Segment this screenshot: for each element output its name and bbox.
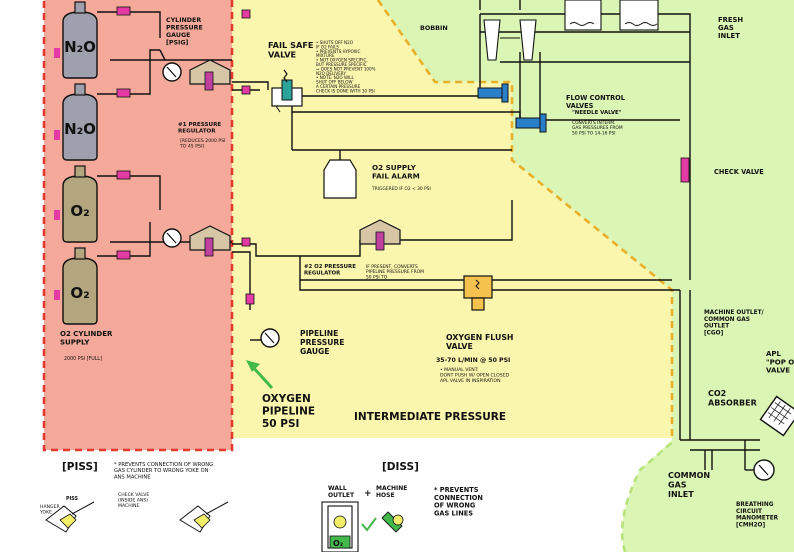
gas-cylinders: N₂O N₂O O₂ O₂ bbox=[62, 1, 98, 325]
pressure-regulator-1b-icon bbox=[189, 225, 231, 257]
piss-title: [PISS] bbox=[62, 461, 98, 473]
o2-supply-fail-alarm-icon bbox=[323, 159, 357, 199]
cylinder-label: N₂O bbox=[64, 120, 96, 138]
o2-cylinder-icon: O₂ bbox=[62, 165, 98, 243]
cylinder-pressure-gauge-icon bbox=[162, 228, 182, 248]
oxygen-flush-rate: 35-70 L/MIN @ 50 PSI bbox=[436, 356, 510, 364]
check-valve bbox=[54, 48, 60, 58]
fail-safe-valve-icon bbox=[271, 69, 303, 113]
intermediate-pressure-zone bbox=[232, 0, 674, 438]
pipeline-inlet-arrow-icon bbox=[246, 360, 274, 390]
intermediate-pressure-label: INTERMEDIATE PRESSURE bbox=[354, 411, 506, 423]
check-valve-label: CHECK VALVE bbox=[714, 168, 764, 176]
check-valve bbox=[241, 85, 251, 95]
breathing-circuit-manometer-icon bbox=[753, 459, 775, 481]
check-valve bbox=[116, 88, 131, 98]
check-valve bbox=[241, 9, 251, 19]
cylinder-label: O₂ bbox=[70, 202, 89, 220]
check-valve bbox=[116, 170, 131, 180]
bobbin-label: BOBBIN bbox=[420, 24, 448, 32]
n2o-cylinder-icon: N₂O bbox=[62, 1, 98, 79]
check-valve bbox=[241, 237, 251, 247]
plus-sign: + bbox=[364, 489, 372, 499]
o2-cylinder-icon: O₂ bbox=[62, 247, 98, 325]
piss-check-valve-label: CHECK VALVE(INSIDE ANS)MACHINE bbox=[118, 492, 149, 509]
needle-valve-label: "NEEDLE VALVE" bbox=[572, 110, 622, 116]
piss-yoke-illustration bbox=[45, 501, 229, 533]
cylinder-pressure-gauge-icon bbox=[162, 62, 182, 82]
pipeline-pressure-gauge-icon bbox=[260, 328, 280, 348]
check-valve bbox=[116, 6, 131, 16]
diss-wall-outlet-illustration bbox=[327, 505, 404, 549]
o2-supply-fail-alarm-note: TRIGGERED IF O2 < 30 PSI bbox=[371, 186, 431, 192]
oxygen-flush-valve-icon bbox=[463, 275, 493, 311]
check-valve bbox=[245, 293, 255, 305]
co2-absorber-icon bbox=[759, 395, 794, 437]
check-valve bbox=[54, 130, 60, 140]
pressure-regulator-1-icon bbox=[189, 59, 231, 91]
piss-pin-label: PISS bbox=[66, 496, 79, 502]
check-valve bbox=[54, 290, 60, 300]
vaporizer-icon bbox=[564, 0, 659, 31]
check-valve bbox=[54, 210, 60, 220]
cylinder-label: O₂ bbox=[70, 284, 89, 302]
check-valves bbox=[54, 6, 690, 305]
flow-control-valve-icon bbox=[477, 83, 509, 103]
flow-control-valve-icon bbox=[515, 113, 547, 133]
bobbin-flowmeter-icon bbox=[483, 19, 537, 61]
pressure-regulator-2-icon bbox=[359, 219, 401, 251]
o2-outlet-badge: O₂ bbox=[333, 539, 344, 548]
n2o-cylinder-icon: N₂O bbox=[62, 83, 98, 161]
cylinder-label: N₂O bbox=[64, 38, 96, 56]
apl-valve-label: APL"POP OFF"VALVE bbox=[766, 350, 794, 375]
diss-title: [DISS] bbox=[382, 461, 419, 473]
check-valve bbox=[116, 250, 131, 260]
check-valve bbox=[680, 157, 690, 183]
o2-cylinder-supply-psi: 2000 PSI [FULL] bbox=[64, 356, 102, 362]
low-pressure-border bbox=[620, 439, 676, 553]
